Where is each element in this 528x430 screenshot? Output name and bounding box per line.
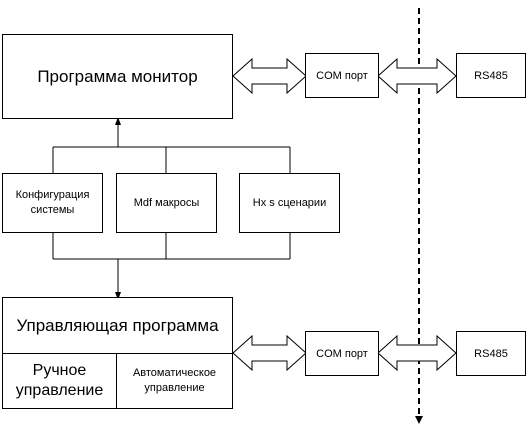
com-port-bottom-label: COM порт bbox=[316, 347, 368, 360]
control-program-title: Управляющая программа bbox=[3, 298, 232, 354]
rs485-top-label: RS485 bbox=[474, 69, 508, 82]
rs485-bottom-box: RS485 bbox=[456, 331, 526, 376]
hxs-scenarios-label: Hx s сценарии bbox=[252, 197, 327, 209]
com-port-top-box: COM порт bbox=[305, 53, 379, 98]
mdf-macros-box: Mdf макросы bbox=[116, 173, 217, 233]
system-config-box: Конфигурация системы bbox=[2, 173, 103, 233]
monitor-program-box: Программа монитор bbox=[2, 34, 233, 119]
dashed-line-arrow-icon bbox=[415, 416, 423, 424]
monitor-program-label: Программа монитор bbox=[37, 66, 198, 86]
double-arrow-monitor-com-top bbox=[232, 57, 307, 95]
mdf-macros-label: Mdf макросы bbox=[133, 197, 200, 209]
com-port-bottom-box: COM порт bbox=[305, 331, 379, 376]
double-arrow-com-rs485-top bbox=[377, 57, 457, 95]
system-config-label: Конфигурация системы bbox=[15, 189, 90, 216]
rs485-bottom-label: RS485 bbox=[474, 347, 508, 360]
manual-control-cell: Ручное управление bbox=[3, 354, 117, 408]
com-port-top-label: COM порт bbox=[316, 69, 368, 82]
auto-control-cell: Автоматическое управление bbox=[132, 367, 217, 394]
double-arrow-com-rs485-bottom bbox=[377, 334, 457, 372]
rs485-top-box: RS485 bbox=[456, 53, 526, 98]
control-program-box: Управляющая программа Ручное управление … bbox=[2, 297, 233, 409]
double-arrow-control-com-bottom bbox=[232, 334, 307, 372]
hxs-scenarios-box: Hx s сценарии bbox=[239, 173, 340, 233]
